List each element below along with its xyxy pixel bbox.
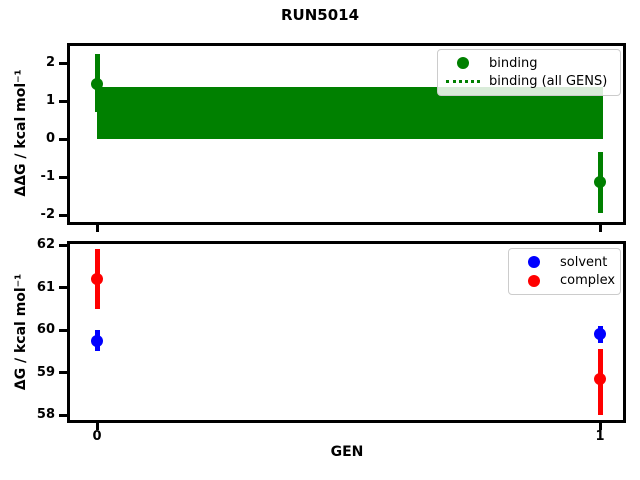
y-tick-mark [59, 99, 67, 103]
x-tick-mark [598, 422, 602, 430]
legend-label-binding-all-gens: binding (all GENS) [489, 74, 608, 90]
y-tick-label: 60 [36, 322, 55, 337]
y-tick-mark [59, 213, 67, 217]
x-tick-label: 0 [92, 429, 102, 444]
y-tick-mark [59, 371, 67, 374]
legend-entry-solvent: solvent [515, 253, 614, 272]
y-tick-label: 59 [36, 364, 55, 380]
legend-label-solvent: solvent [560, 254, 608, 270]
y-tick-mark [59, 413, 67, 417]
y-tick-mark [59, 175, 67, 179]
y-tick-label: 62 [36, 237, 55, 252]
y-tick-label: -1 [40, 169, 55, 184]
binding-all-gens-dotted-line-icon [446, 80, 480, 84]
data-point-binding [91, 77, 103, 90]
y-tick-mark [59, 286, 67, 289]
y-tick-mark [59, 328, 67, 332]
y-tick-label: -2 [40, 207, 55, 222]
data-point-complex [594, 372, 606, 385]
data-point-binding [594, 175, 606, 188]
x-tick-mark [95, 224, 99, 232]
y-tick-label: 2 [45, 55, 55, 70]
y-tick-mark [59, 243, 67, 247]
y-tick-label: 1 [45, 93, 55, 108]
y-tick-mark [59, 137, 67, 141]
xlabel-gen: GEN [330, 444, 364, 460]
binding-dot-icon [457, 57, 469, 70]
x-tick-mark [95, 422, 99, 430]
legend-entry-binding-all-gens: binding (all GENS) [444, 73, 614, 92]
x-tick-label: 1 [595, 429, 605, 444]
data-point-complex [91, 273, 103, 285]
y-tick-mark [59, 61, 67, 65]
data-point-solvent [91, 334, 103, 347]
y-tick-label: 0 [45, 131, 55, 146]
y-tick-label: 61 [36, 279, 55, 295]
legend-label-binding: binding [489, 55, 538, 71]
figure-title: RUN5014 [280, 6, 360, 24]
legend-top: binding binding (all GENS) [437, 49, 621, 96]
y-tick-label: 58 [36, 407, 55, 422]
x-tick-mark [598, 224, 602, 232]
legend-label-complex: complex [560, 273, 616, 289]
complex-dot-icon [528, 274, 540, 287]
legend-bottom: solvent complex [508, 248, 621, 295]
legend-entry-complex: complex [515, 272, 616, 291]
legend-entry-binding: binding [444, 54, 614, 73]
solvent-dot-icon [528, 256, 540, 269]
data-point-solvent [594, 328, 606, 341]
